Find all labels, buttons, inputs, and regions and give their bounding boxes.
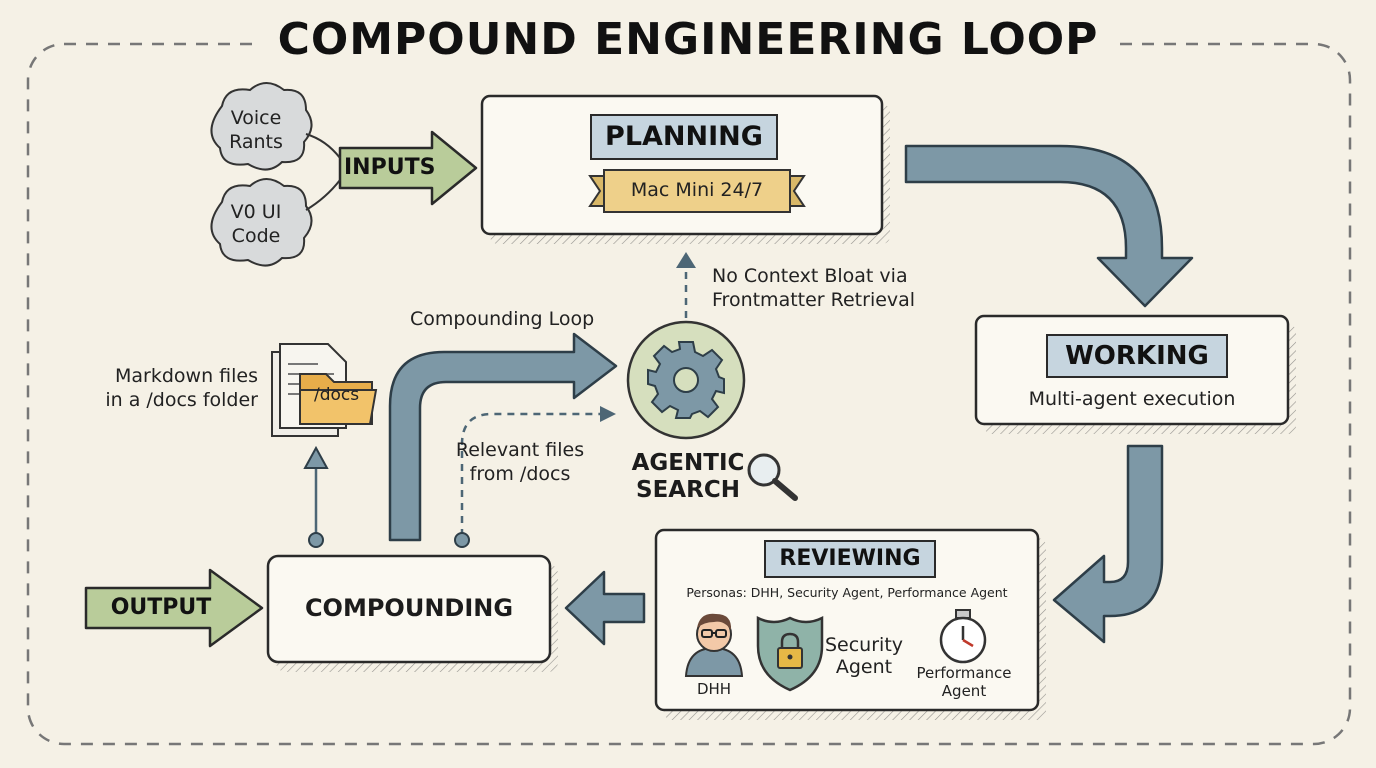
output-arrow-shape [84, 568, 264, 648]
working-label: WORKING [1046, 334, 1228, 378]
shield-lock-icon [756, 615, 824, 692]
reviewing-box [654, 528, 1046, 720]
reviewing-personas: Personas: DHH, Security Agent, Performan… [686, 585, 1008, 600]
compounding-loop-note: Compounding Loop [410, 308, 595, 330]
cloud-voice-rants [210, 82, 313, 171]
compounding-label: COMPOUNDING [304, 594, 514, 622]
diagram-title: COMPOUND ENGINEERING LOOP [0, 14, 1376, 65]
reviewing-label: REVIEWING [764, 540, 936, 578]
arrow-working-to-reviewing [1052, 444, 1164, 644]
inputs-label: INPUTS [344, 155, 436, 180]
inputs-arrow-shape [338, 130, 478, 206]
magnifier-icon [747, 453, 798, 501]
planning-banner-text: Mac Mini 24/7 [630, 179, 764, 201]
stopwatch-icon [939, 609, 987, 664]
dhh-label: DHH [696, 680, 732, 698]
docs-folder-icon [299, 373, 378, 425]
arrow-reviewing-to-compounding [564, 570, 646, 646]
working-subtitle: Multi-agent execution [1028, 388, 1236, 410]
dhh-avatar-icon [684, 613, 744, 677]
gear-icon [626, 320, 746, 440]
compounding-box [266, 554, 558, 672]
planning-banner [588, 169, 806, 213]
planning-label: PLANNING [590, 114, 778, 160]
arrow-planning-to-working [904, 144, 1194, 308]
output-label: OUTPUT [110, 595, 212, 620]
arrow-compounding-loop [388, 332, 618, 542]
cloud-v0-ui-code [210, 178, 313, 267]
docs-folder-label: /docs [314, 385, 360, 405]
